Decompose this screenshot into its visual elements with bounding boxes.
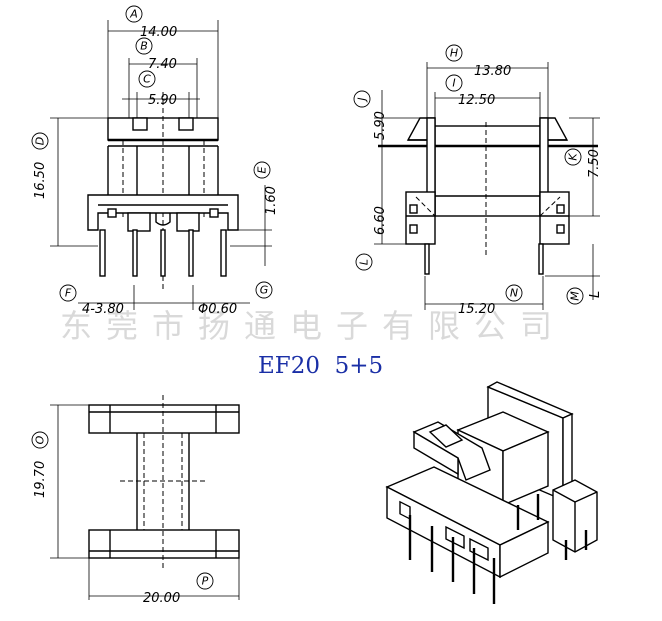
dim-letter-circle-n xyxy=(505,284,523,302)
dim-letter-j: J xyxy=(356,97,369,102)
dim-letter-d: D xyxy=(34,137,47,145)
side-pin xyxy=(538,243,544,275)
front-slot-right xyxy=(178,117,194,131)
dim-letter-p: P xyxy=(202,575,209,588)
dim-letter-circle-a xyxy=(125,5,143,23)
dim-letter-circle-h xyxy=(445,44,463,62)
dim-letter-circle-f xyxy=(59,284,77,302)
side-bottom-block-right xyxy=(539,191,570,245)
dim-value-c_top: 5.90 xyxy=(148,93,177,108)
dim-value-p: 20.00 xyxy=(143,591,180,606)
side-bottom-block-left xyxy=(405,191,436,245)
dim-letter-i: I xyxy=(452,77,455,90)
dim-letter-c_top: C xyxy=(143,73,151,86)
dim-value-a: 14.00 xyxy=(140,25,177,40)
dim-letter-e: E xyxy=(256,166,269,173)
dim-letter-a: A xyxy=(129,8,138,21)
side-view xyxy=(374,62,600,310)
front-slot-left xyxy=(132,117,148,131)
dim-value-i: 12.50 xyxy=(458,93,495,108)
dim-letter-circle-b xyxy=(135,37,153,55)
dim-letter-circle-m xyxy=(566,287,584,305)
front-bottom-slot-left xyxy=(127,212,151,232)
dim-letter-circle-k xyxy=(564,148,582,166)
dim-value-h: 13.80 xyxy=(474,64,511,79)
dim-value-n: 15.20 xyxy=(458,302,495,317)
side-pin xyxy=(424,243,430,275)
top-view xyxy=(50,395,240,600)
dim-value-f: 4-3.80 xyxy=(82,302,124,317)
dim-value-j: 5.90 xyxy=(373,111,388,140)
side-core-body xyxy=(434,125,541,217)
dim-letter-o: O xyxy=(34,435,47,444)
dim-letter-circle-o xyxy=(31,431,49,449)
dim-value-m: L xyxy=(588,291,603,298)
company-watermark: 东莞市扬通电子有限公司 xyxy=(60,307,567,345)
dim-letter-circle-i xyxy=(445,74,463,92)
dim-letter-circle-g xyxy=(255,281,273,299)
front-pin xyxy=(220,229,227,277)
dim-value-o: 19.70 xyxy=(33,461,48,498)
dim-letter-l: L xyxy=(358,259,371,265)
dim-letter-circle-c_top xyxy=(138,70,156,88)
dim-value-d: 16.50 xyxy=(33,162,48,199)
front-pin xyxy=(188,229,194,277)
front-pin xyxy=(160,229,166,277)
front-pin xyxy=(99,229,106,277)
front-bottom-slot-right xyxy=(176,212,200,232)
top-view-lower-rail xyxy=(88,529,240,559)
dim-letter-b: B xyxy=(140,40,148,53)
dim-letter-n: N xyxy=(510,287,518,300)
top-view-upper-rail xyxy=(88,404,240,434)
part-title: EF20 5+5 xyxy=(258,353,384,379)
dim-value-g: Φ0.60 xyxy=(198,302,237,317)
front-bottom-flange xyxy=(87,194,239,231)
dim-letter-circle-j xyxy=(353,90,371,108)
dim-value-k: 7.50 xyxy=(587,149,602,178)
dim-letter-circle-l xyxy=(355,253,373,271)
dim-letter-g: G xyxy=(260,284,269,297)
dim-letter-k: K xyxy=(567,153,580,161)
dim-letter-circle-p xyxy=(196,572,214,590)
front-view xyxy=(50,20,272,310)
front-pin xyxy=(132,229,138,277)
dim-letter-f: F xyxy=(65,287,72,300)
dim-value-l: 6.60 xyxy=(373,206,388,235)
dim-letter-h: H xyxy=(450,47,458,60)
dim-letter-circle-d xyxy=(31,132,49,150)
dim-value-e: 1.60 xyxy=(264,186,279,215)
dim-letter-circle-e xyxy=(253,161,271,179)
dim-letter-m: M xyxy=(569,291,582,301)
isometric-view xyxy=(385,381,598,604)
dim-value-b: 7.40 xyxy=(148,57,177,72)
